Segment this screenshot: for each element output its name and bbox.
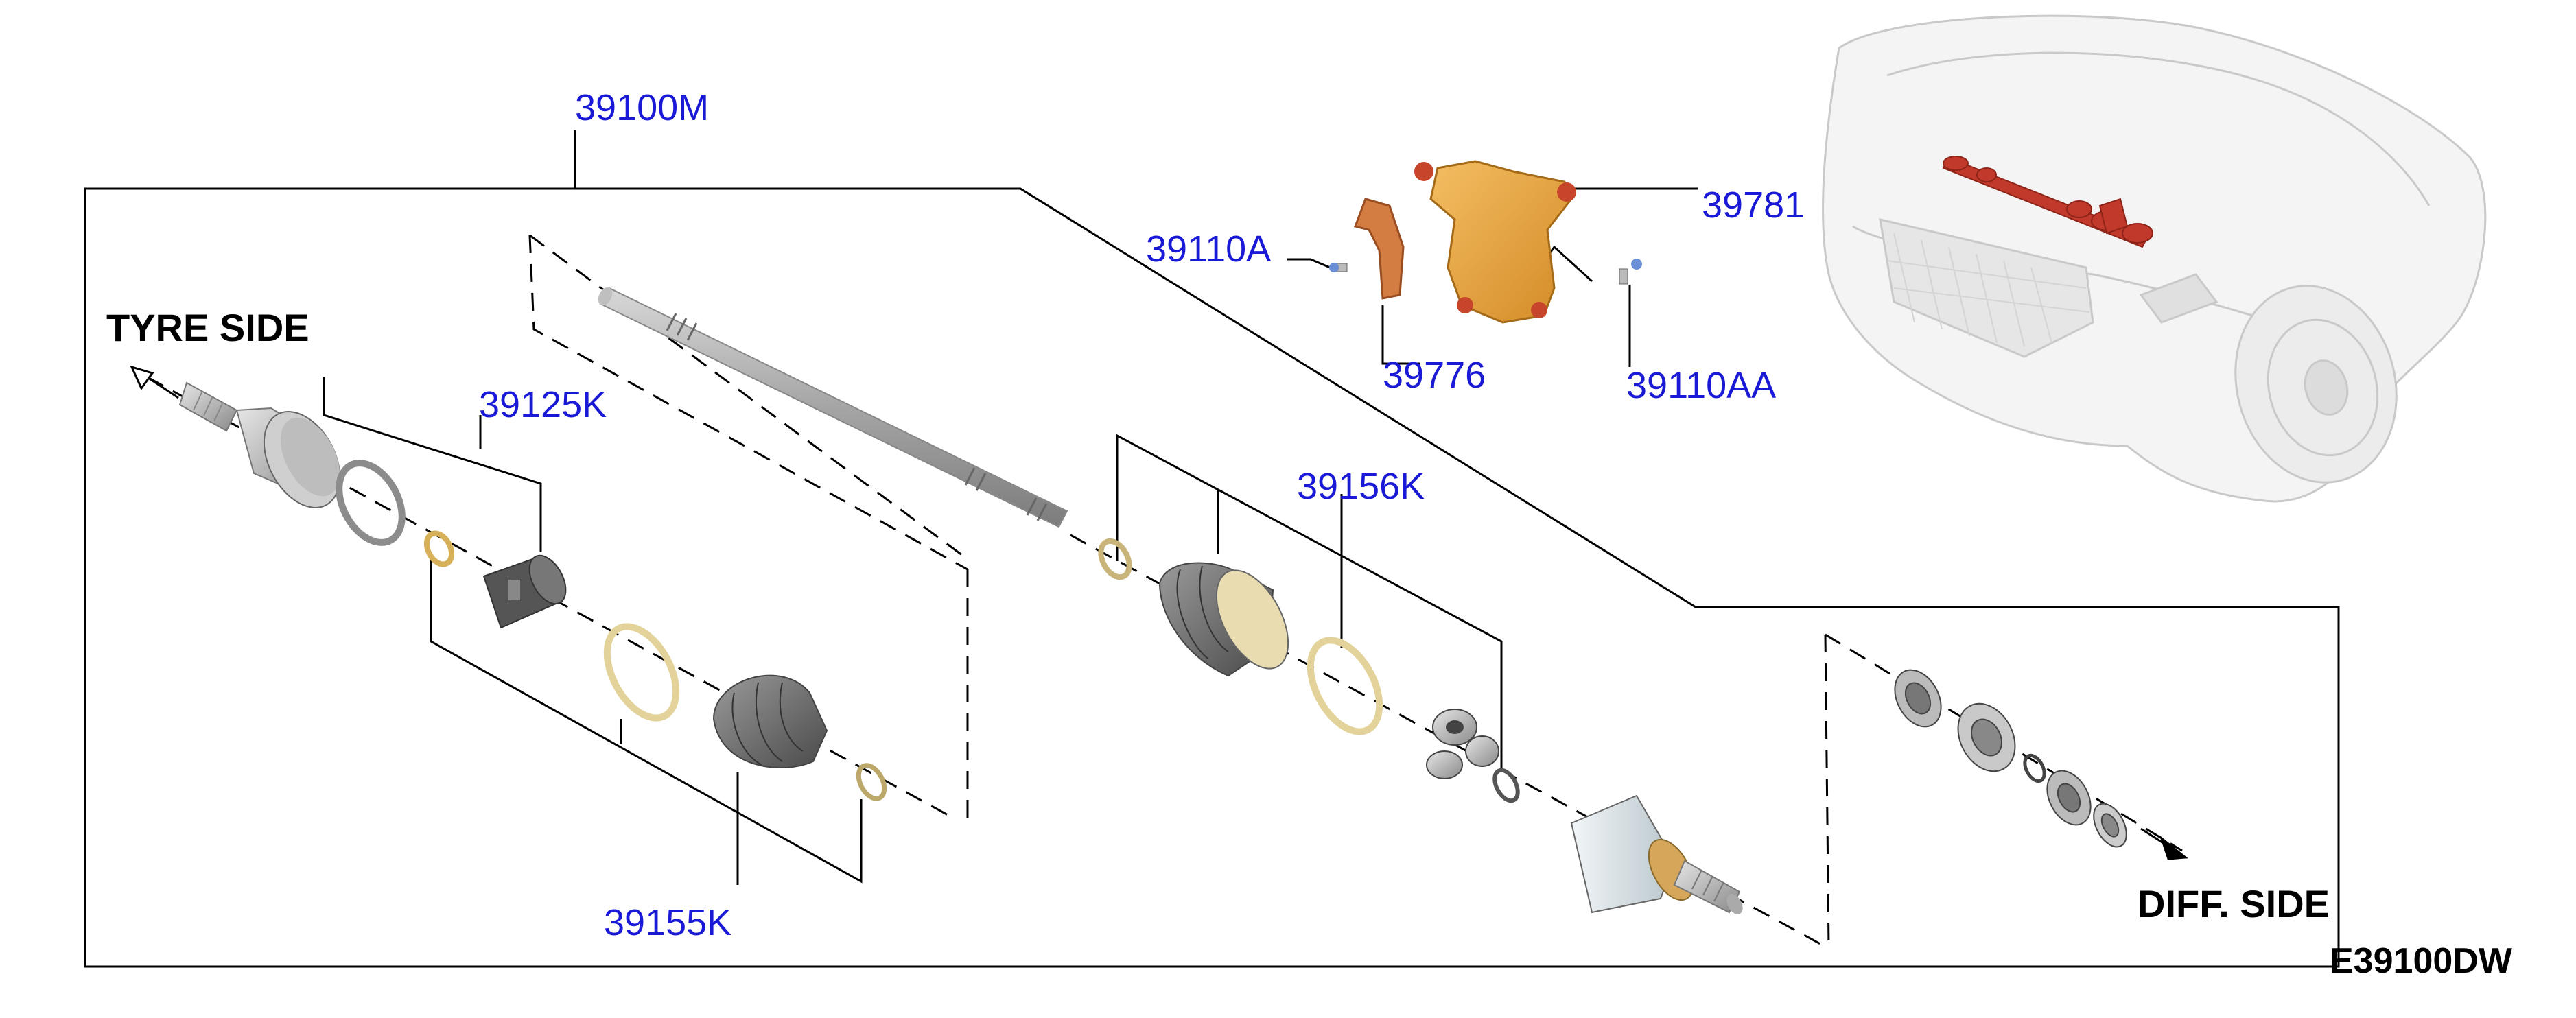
callout-39110AA[interactable]: 39110AA [1626,365,1777,406]
outer-boot [712,674,828,768]
inner-boot [1158,562,1289,677]
diagram-code: E39100DW [2330,941,2512,981]
tyre-side-arrow [130,365,179,399]
vehicle-highlight-shaft [1942,156,2153,248]
bolt-39110AA [1619,259,1642,285]
vehicle-illustration [1822,14,2487,503]
snap-ring [1492,768,1520,803]
tyre-side-label: TYRE SIDE [106,306,309,349]
support-bracket [1414,160,1576,324]
callout-39776[interactable]: 39776 [1383,355,1486,396]
intermediate-shaft [598,287,1068,528]
callout-leaders [323,187,1698,885]
callout-39125K[interactable]: 39125K [479,384,607,425]
diff-side-label: DIFF. SIDE [2138,882,2330,925]
callout-39100M[interactable]: 39100M [575,87,710,128]
tripod-joint [1426,709,1499,779]
diff-side-arrow [2140,827,2188,860]
small-bracket [1354,198,1405,300]
outer-clip [423,530,455,567]
diff-side-seals [1894,669,2127,848]
bolt-39110A [1329,263,1348,272]
inner-race [482,554,567,629]
callout-39110A[interactable]: 39110A [1146,228,1272,270]
callout-39155K[interactable]: 39155K [604,902,732,943]
inner-clip [1098,538,1132,580]
boot-band-large [603,623,680,722]
inner-boot-band [1307,637,1383,735]
assembly-outline [84,187,2340,968]
outer-cv-joint [178,381,341,508]
callout-39156K[interactable]: 39156K [1297,466,1425,507]
inner-joint-housing [1570,794,1743,914]
callout-39781[interactable]: 39781 [1702,185,1805,226]
outer-ring [336,460,406,546]
boot-band-small [856,763,887,801]
